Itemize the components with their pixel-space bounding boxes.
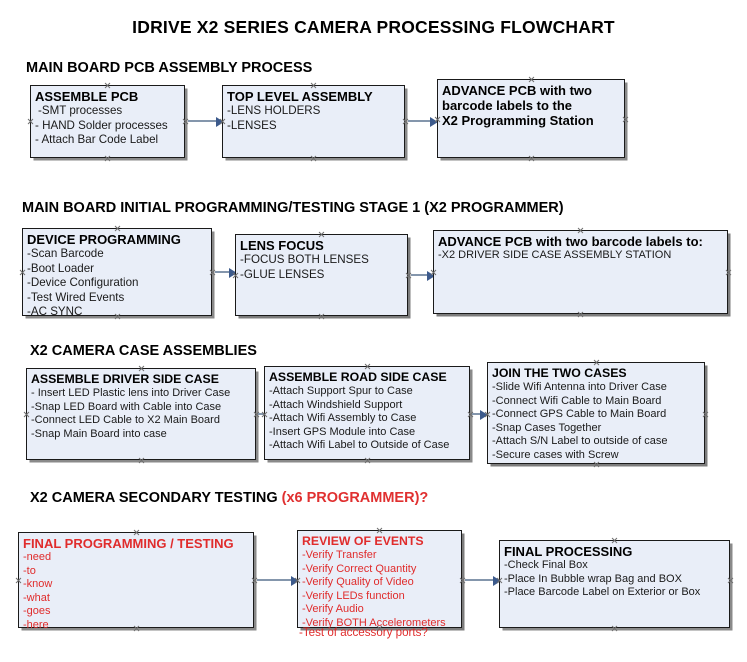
box-title: FINAL PROCESSING [504,544,633,559]
box-line: -Place In Bubble wrap Bag and BOX [504,572,682,585]
box-join-the-two-cases[interactable]: JOIN THE TWO CASES -Slide Wifi Antenna i… [487,362,705,464]
box-top-level-assembly[interactable]: TOP LEVEL ASSEMBLY -LENS HOLDERS -LENSES [222,85,405,158]
connector-arrowhead-icon [493,576,501,586]
box-title: REVIEW OF EVENTS [302,534,424,548]
box-line: -Boot Loader [27,261,95,275]
box-line: -Verify BOTH Accelerometers [302,616,446,629]
box-title-line-3: X2 Programming Station [442,113,594,128]
box-line: -Verify Transfer [302,549,377,561]
box-title-line-2: barcode labels to the [442,98,573,113]
box-line: -Snap Cases Together [492,421,602,434]
box-line: -Verify LEDs function [302,589,405,602]
connector-line [188,120,218,122]
box-advance-pcb-to-programming-station[interactable]: ADVANCE PCB with two barcode labels to t… [437,79,625,158]
box-line: -GLUE LENSES [240,267,325,281]
box-lens-focus[interactable]: LENS FOCUS -FOCUS BOTH LENSES -GLUE LENS… [235,234,408,316]
box-line: -Attach S/N Label to outside of case [492,435,668,448]
box-line: -Verify Audio [302,603,364,616]
section-heading-3-text: X2 CAMERA CASE ASSEMBLIES [30,343,257,359]
box-line: -Attach Wifi Assembly to Case [269,412,417,425]
box-line: -SMT processes [38,104,123,117]
box-line: -to [23,564,36,577]
section-heading-4: X2 CAMERA SECONDARY TESTING (x6 PROGRAMM… [30,490,428,506]
box-line: -Connect Wifi Cable to Main Board [492,394,662,407]
box-line: -what [23,591,50,604]
connector-arrowhead-icon [229,268,237,278]
box-title-line-1: ADVANCE PCB with two [442,83,592,98]
connector-line [472,413,482,415]
box-device-programming[interactable]: DEVICE PROGRAMMING -Scan Barcode -Boot L… [22,228,212,318]
box-title: LENS FOCUS [240,238,324,253]
box-title: JOIN THE TWO CASES [492,366,627,380]
box-line: -here [23,618,49,631]
connector-arrowhead-icon [430,117,438,127]
box-title: ASSEMBLE DRIVER SIDE CASE [31,372,219,386]
section-heading-1: MAIN BOARD PCB ASSEMBLY PROCESS [26,60,312,76]
box-overflow-line: -Test of accessory ports? [299,626,428,639]
box-title: ADVANCE PCB with two barcode labels to: [438,234,703,249]
box-line: -Secure cases with Screw [492,448,619,461]
box-line: -know [23,578,53,591]
box-line: -Snap LED Board with Cable into Case [31,400,222,413]
box-line: -Scan Barcode [27,247,104,260]
section-heading-2: MAIN BOARD INITIAL PROGRAMMING/TESTING S… [22,200,564,216]
box-line: -Check Final Box [504,559,588,571]
box-line: -Device Configuration [27,276,139,290]
section-heading-4-accent: (x6 PROGRAMMER)? [281,490,429,506]
connector-line [408,120,432,122]
connector-line [258,413,268,415]
box-line: -FOCUS BOTH LENSES [240,253,369,266]
box-line: -AC SYNC [27,305,83,319]
box-line: -LENS HOLDERS [227,104,321,117]
box-line: - Attach Bar Code Label [35,133,159,147]
box-line: -Insert GPS Module into Case [269,425,416,438]
box-line: -Attach Windshield Support [269,398,403,411]
connector-arrowhead-icon [427,271,435,281]
box-line: -Verify Correct Quantity [302,562,417,575]
box-line: -Verify Quality of Video [302,576,414,589]
connector-arrowhead-icon [291,576,299,586]
section-heading-4-text: X2 CAMERA SECONDARY TESTING [30,490,282,506]
box-line: - Insert LED Plastic lens into Driver Ca… [31,387,231,399]
box-review-of-events[interactable]: REVIEW OF EVENTS -Verify Transfer -Verif… [297,530,462,629]
box-line: -need [23,551,52,563]
box-line: -Connect GPS Cable to Main Board [492,408,667,421]
box-title: TOP LEVEL ASSEMBLY [227,89,373,104]
section-heading-1-text: MAIN BOARD PCB ASSEMBLY PROCESS [26,60,313,76]
box-assemble-road-side-case[interactable]: ASSEMBLE ROAD SIDE CASE -Attach Support … [264,366,470,460]
box-line: -Attach Support Spur to Case [269,385,413,397]
box-line: -X2 DRIVER SIDE CASE ASSEMBLY STATION [438,249,672,261]
box-line: -Snap Main Board into case [31,427,167,440]
connector-line [465,579,495,581]
section-heading-3: X2 CAMERA CASE ASSEMBLIES [30,343,257,359]
connector-arrowhead-icon [480,410,488,420]
box-assemble-pcb[interactable]: ASSEMBLE PCB -SMT processes - HAND Solde… [30,85,185,158]
box-line: -LENSES [227,118,277,132]
box-advance-pcb-to-driver-side-case[interactable]: ADVANCE PCB with two barcode labels to: … [433,230,728,314]
box-line: - HAND Solder processes [35,118,168,132]
box-line: -Test Wired Events [27,290,125,304]
box-title: DEVICE PROGRAMMING [27,232,181,247]
section-heading-2-text: MAIN BOARD INITIAL PROGRAMMING/TESTING S… [22,200,564,216]
page-title: IDRIVE X2 SERIES CAMERA PROCESSING FLOWC… [132,17,615,37]
box-title: ASSEMBLE PCB [35,89,139,104]
connector-line [411,274,429,276]
box-assemble-driver-side-case[interactable]: ASSEMBLE DRIVER SIDE CASE - Insert LED P… [26,368,256,460]
box-line: -Connect LED Cable to X2 Main Board [31,414,220,427]
box-line: -Place Barcode Label on Exterior or Box [504,586,701,599]
connector-line [215,271,231,273]
box-title: ASSEMBLE ROAD SIDE CASE [269,370,447,384]
box-line: -Attach Wifi Label to Outside of Case [269,439,450,452]
box-line: -Slide Wifi Antenna into Driver Case [492,381,667,393]
box-final-programming-testing[interactable]: FINAL PROGRAMMING / TESTING -need -to -k… [18,532,254,631]
box-line: -goes [23,605,51,618]
connector-arrowhead-icon [216,117,224,127]
connector-line [257,579,293,581]
box-final-processing[interactable]: FINAL PROCESSING -Check Final Box -Place… [499,540,730,628]
box-title: FINAL PROGRAMMING / TESTING [23,536,234,551]
